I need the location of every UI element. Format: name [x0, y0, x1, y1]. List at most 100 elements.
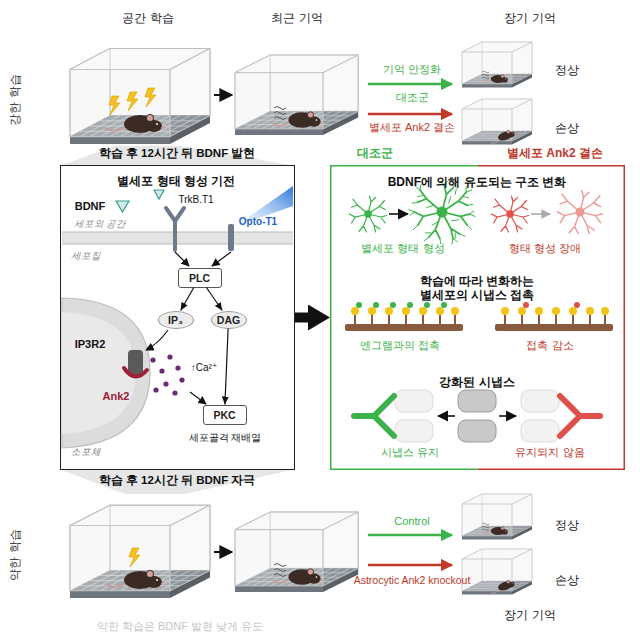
synapse-icon: [395, 390, 559, 442]
dendrite-contacts: [356, 302, 362, 308]
calcium-dots: [153, 387, 158, 392]
annotation-label: Astrocytic Ank2 knockout: [354, 574, 471, 587]
annotation-label: Control: [394, 515, 429, 528]
ank2-marker: [124, 368, 147, 377]
trkb-receptor: [173, 220, 177, 250]
panel-text: 학습에 따라 변화하는 별세포의 시냅스 접촉: [397, 274, 557, 303]
cell-membrane: [62, 244, 293, 245]
enzyme-box: PKC: [203, 405, 247, 425]
cell-membrane: [62, 232, 293, 244]
dendrite-contacts: [538, 314, 540, 324]
messenger-oval: DAG: [211, 311, 247, 329]
dendrite-contacts: [569, 307, 577, 315]
long-term-cage: [482, 523, 489, 531]
synapse-icon: [521, 420, 559, 442]
dendrite-contacts: [405, 314, 407, 324]
cell-membrane: [62, 232, 293, 244]
recent-memory-cage: [272, 569, 321, 585]
synapse-icon: [458, 390, 496, 412]
control-arrow: [368, 534, 452, 537]
dendrite-contacts: [523, 302, 580, 308]
dendrite-contacts: [572, 314, 574, 324]
panel-text: 시냅스 유지: [381, 446, 439, 459]
panel-text: 별세포 Ank2 결손: [507, 146, 603, 160]
synapse-icon: [395, 390, 433, 412]
strong-learning-cage: [145, 88, 156, 107]
dendrite-contacts: [552, 307, 560, 315]
weak-learning-cage: [129, 548, 140, 567]
panel-text: 별세포 형태 형성: [361, 242, 444, 255]
dendrite-contacts: [523, 302, 529, 308]
comparison-panel: 대조군별세포 Ank2 결손BDNF에 의해 유도되는 구조 변화별세포 형태 …: [330, 165, 625, 470]
long-term-cage: [482, 527, 508, 535]
pathway-arrow: [225, 329, 228, 405]
knockout-outline: [478, 166, 625, 470]
dendrite-contacts: [439, 314, 441, 324]
recent-memory-cage: [235, 55, 358, 135]
annotation-label: 장기 기억: [504, 11, 555, 25]
dendrite-contacts: [501, 307, 509, 315]
dendrite-contacts: [454, 314, 456, 324]
node-label: DAG: [217, 314, 240, 326]
annotation-label: 세포외 공간: [74, 218, 127, 229]
astrocyte-icon: [349, 196, 387, 232]
annotation-label: 별세포 Ank2 결손: [369, 121, 455, 134]
opto-receptor: [228, 224, 234, 251]
long-term-cage: [462, 549, 532, 595]
funnel-band: [59, 469, 296, 494]
astrocyte-icon: [409, 181, 475, 244]
recent-memory-cage: [235, 55, 358, 135]
dendrite-contacts: [501, 307, 609, 315]
dendrite-contacts: [601, 307, 609, 315]
calcium-dots: [163, 381, 168, 386]
pathway-arrow: [206, 288, 222, 311]
calcium-dots: [179, 377, 184, 382]
dendrite-contacts: [390, 302, 396, 308]
dendrite-contacts: [589, 314, 591, 324]
recent-memory-cage: [274, 564, 286, 577]
funnel-band: [59, 146, 296, 166]
long-term-cage: [489, 128, 516, 145]
bdnf-symbol: [116, 201, 129, 212]
annotation-label: 세포질: [71, 250, 101, 261]
strong-learning-cage: [127, 92, 138, 111]
trkb-receptor: [166, 208, 175, 221]
long-term-cage: [489, 578, 516, 595]
dendrite-contacts: [451, 307, 459, 315]
bdnf-symbol: [154, 190, 164, 199]
weak-learning-cage: [105, 570, 163, 589]
dendrite-contacts: [424, 302, 430, 308]
knockout-arrow: [368, 113, 452, 116]
strong-learning-cage: [109, 96, 120, 115]
annotation-label: Ank2: [103, 390, 130, 403]
dendrite-contacts: [351, 307, 459, 315]
dendrite-contacts: [504, 314, 506, 324]
annotation-label: BDNF: [75, 200, 106, 213]
enzyme-box: PLC: [178, 268, 222, 288]
long-term-cage: [462, 494, 532, 540]
control-arrow: [368, 83, 452, 86]
node-label: IP₃: [168, 314, 183, 326]
long-term-cage: [462, 99, 532, 145]
synapse-icon: [521, 390, 559, 412]
dendrite-contacts: [586, 307, 594, 315]
dendrite-contacts: [436, 307, 444, 315]
panel-text: 유지되지 않음: [515, 446, 584, 459]
annotation-label: 정상: [555, 63, 579, 77]
change-arrow: [389, 213, 408, 215]
long-term-cage: [482, 75, 508, 83]
annotation-label: Opto-T1: [239, 216, 277, 228]
panel-outline: [330, 165, 625, 470]
calcium-dots: [172, 390, 177, 395]
dendrite-contacts: [441, 302, 447, 308]
node-label: PLC: [189, 272, 210, 284]
annotation-label: 소포체: [71, 446, 101, 457]
panel-text: 별세포 형태 형성 기전: [117, 173, 235, 187]
weak-learning-cage: [70, 505, 210, 598]
panel-text: 대조군: [357, 146, 393, 160]
annotation-label: 세포골격 재배열: [189, 432, 262, 444]
control-outline: [331, 166, 478, 470]
change-arrow: [438, 415, 455, 417]
